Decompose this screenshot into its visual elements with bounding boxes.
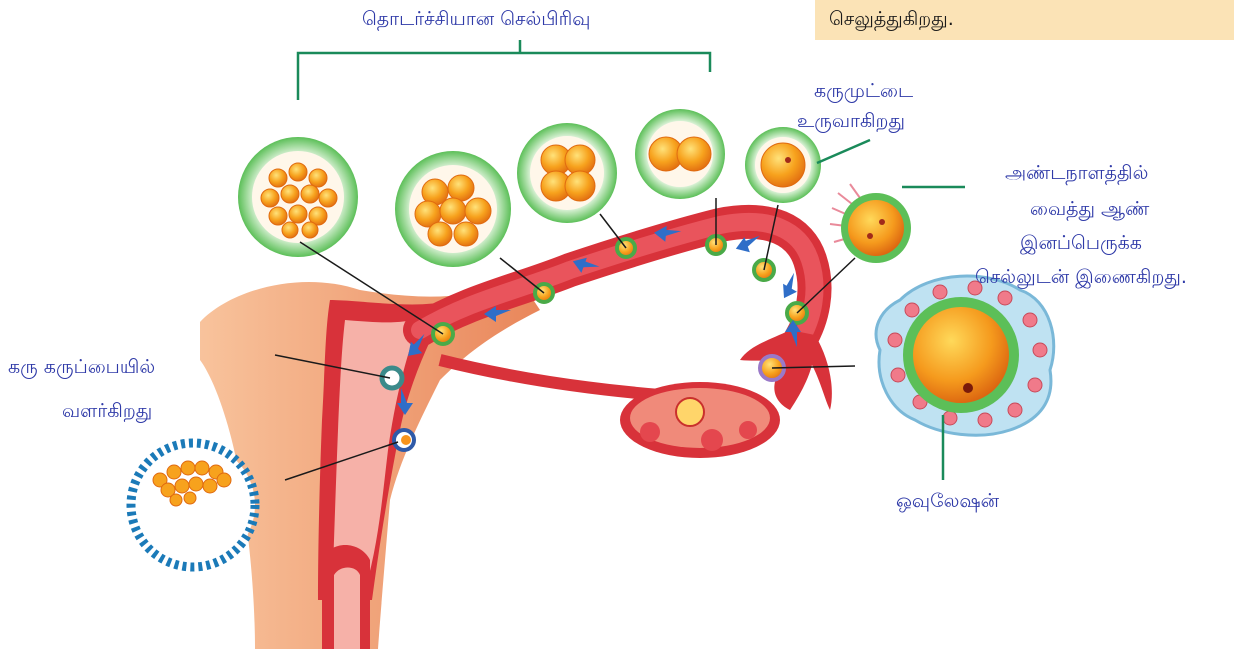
label-zygote-line2: உருவாகிறது [797,108,905,134]
label-fertilization-line4: செல்லுடன் இணைகிறது. [975,264,1187,290]
label-continuous-division: தொடர்ச்சியான செல்பிரிவு [362,6,591,32]
stage-4-cell [517,123,617,223]
stage-blastocyst [131,443,255,567]
label-fertilization-line3: இனப்பெருக்க [1020,230,1142,256]
label-ovulation: ஒவுலேஷன் [896,488,999,514]
stage-fertilization [830,184,911,263]
stage-2-cell [635,109,725,199]
stage-zygote [745,127,821,203]
label-implant-line1: கரு கருப்பையில் [8,354,155,380]
label-fertilization-line2: வைத்து ஆண் [1030,196,1149,222]
label-implant-line2: வளர்கிறது [62,398,152,424]
stage-8-cell [395,151,511,267]
label-fertilization-line1: அண்டநாளத்தில் [1005,160,1148,186]
stage-morula [238,137,358,257]
stage-ovulation-egg [876,276,1054,435]
label-zygote-line1: கருமுட்டை [814,78,913,104]
ovarian-ligament [440,360,660,395]
